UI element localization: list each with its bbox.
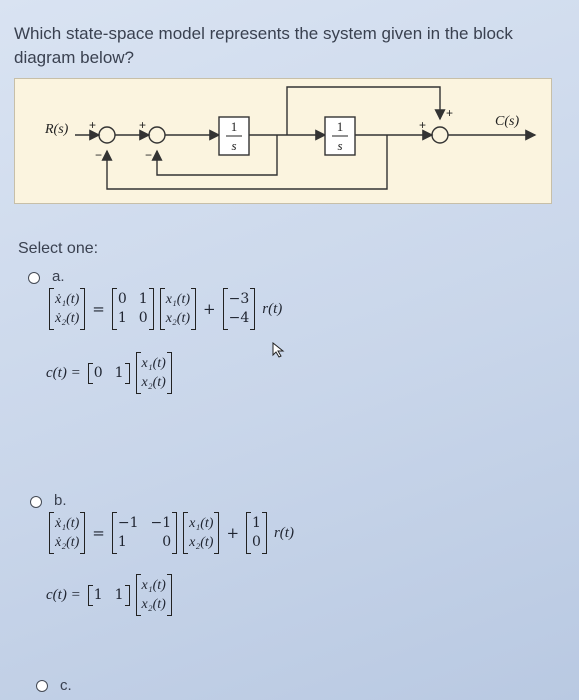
- option-b-x-vector-2: x₁(t) x₂(t): [135, 574, 172, 616]
- select-one-label: Select one:: [18, 240, 99, 257]
- option-b-radio[interactable]: [30, 496, 42, 508]
- sign-j1-plus: +: [89, 118, 96, 132]
- output-label: C(s): [495, 114, 519, 129]
- block2-denominator: s: [337, 138, 342, 153]
- summing-junction-2: [148, 126, 166, 144]
- mouse-cursor-icon: [272, 342, 285, 358]
- summing-junction-3: [431, 126, 449, 144]
- block1-denominator: s: [231, 138, 236, 153]
- option-a-xdot-vector: ẋ₁(t) ẋ₂(t): [49, 288, 86, 330]
- block1-numerator: 1: [231, 119, 238, 134]
- block-diagram-svg: 1 s 1 s R(s) C(s) + − + − + +: [44, 86, 537, 190]
- option-b-xdot-vector: ẋ₁(t) ẋ₂(t): [49, 512, 86, 554]
- sign-j1-minus: −: [95, 148, 102, 162]
- option-c-letter: c.: [60, 677, 72, 694]
- option-b-B-vector: 1 0: [246, 512, 267, 554]
- option-a-input: r(t): [262, 300, 283, 317]
- question-text: Which state-space model represents the s…: [14, 24, 513, 67]
- option-a-radio[interactable]: [28, 272, 40, 284]
- option-b-x-vector: x₁(t) x₂(t): [183, 512, 220, 554]
- sign-j3-plus-top: +: [446, 106, 453, 120]
- option-a-letter: a.: [52, 268, 65, 285]
- summing-junction-1: [98, 126, 116, 144]
- sign-j3-plus-left: +: [419, 118, 426, 132]
- block2-numerator: 1: [337, 119, 344, 134]
- option-b-letter: b.: [54, 492, 67, 509]
- sign-j2-plus: +: [139, 118, 146, 132]
- option-a-x-vector-2: x₁(t) x₂(t): [135, 352, 172, 394]
- block-diagram: 1 s 1 s R(s) C(s) + − + − + +: [14, 78, 552, 204]
- option-c-radio[interactable]: [36, 680, 48, 692]
- option-a-x-vector: x₁(t) x₂(t): [159, 288, 197, 330]
- input-label: R(s): [44, 122, 69, 137]
- option-b-input: r(t): [273, 524, 294, 541]
- option-a-B-vector: −3 −4: [222, 288, 256, 330]
- sign-j2-minus: −: [145, 148, 152, 162]
